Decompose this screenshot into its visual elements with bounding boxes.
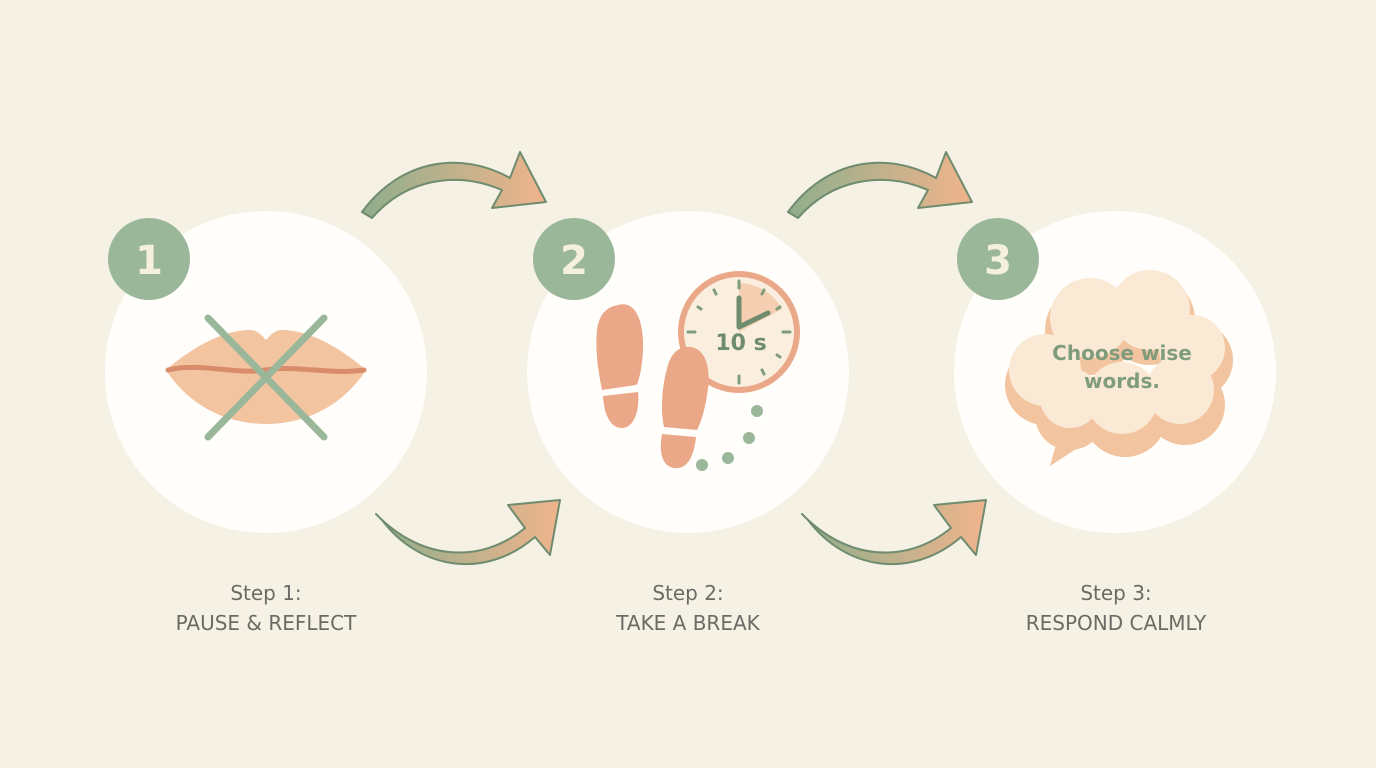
clock-icon: 10 s: [678, 271, 800, 393]
step-2: 10 s 2 Step 2: TAKE A BREAK: [527, 211, 849, 635]
cloud-text-line2: words.: [1084, 369, 1160, 393]
crossed-lips-icon: [165, 314, 367, 441]
step-2-label: Step 2:: [652, 581, 723, 605]
footprints-icon: [596, 304, 709, 469]
step-3-number: 3: [984, 238, 1012, 284]
step-1-title: PAUSE & REFLECT: [176, 611, 358, 635]
step-3: Choose wise words. 3 Step 3: RESPOND CAL…: [954, 211, 1276, 635]
step-1-number: 1: [135, 238, 163, 284]
step-3-badge: [957, 218, 1039, 300]
clock-text: 10 s: [715, 331, 766, 356]
step-1: 1 Step 1: PAUSE & REFLECT: [105, 211, 427, 635]
arrow-2-top: [787, 151, 973, 219]
speech-cloud-icon: Choose wise words.: [1005, 270, 1233, 466]
cloud-text-line1: Choose wise: [1052, 341, 1192, 365]
step-3-label: Step 3:: [1080, 581, 1151, 605]
arrow-2-bottom: [801, 499, 987, 566]
arrow-1-top: [361, 151, 547, 219]
step-1-badge: [108, 218, 190, 300]
arrow-1-bottom: [375, 499, 561, 566]
step-3-title: RESPOND CALMLY: [1026, 611, 1207, 635]
step-2-title: TAKE A BREAK: [615, 611, 760, 635]
step-2-number: 2: [560, 238, 588, 284]
step-2-badge: [533, 218, 615, 300]
step-1-label: Step 1:: [230, 581, 301, 605]
dotted-path-icon: [696, 405, 763, 471]
